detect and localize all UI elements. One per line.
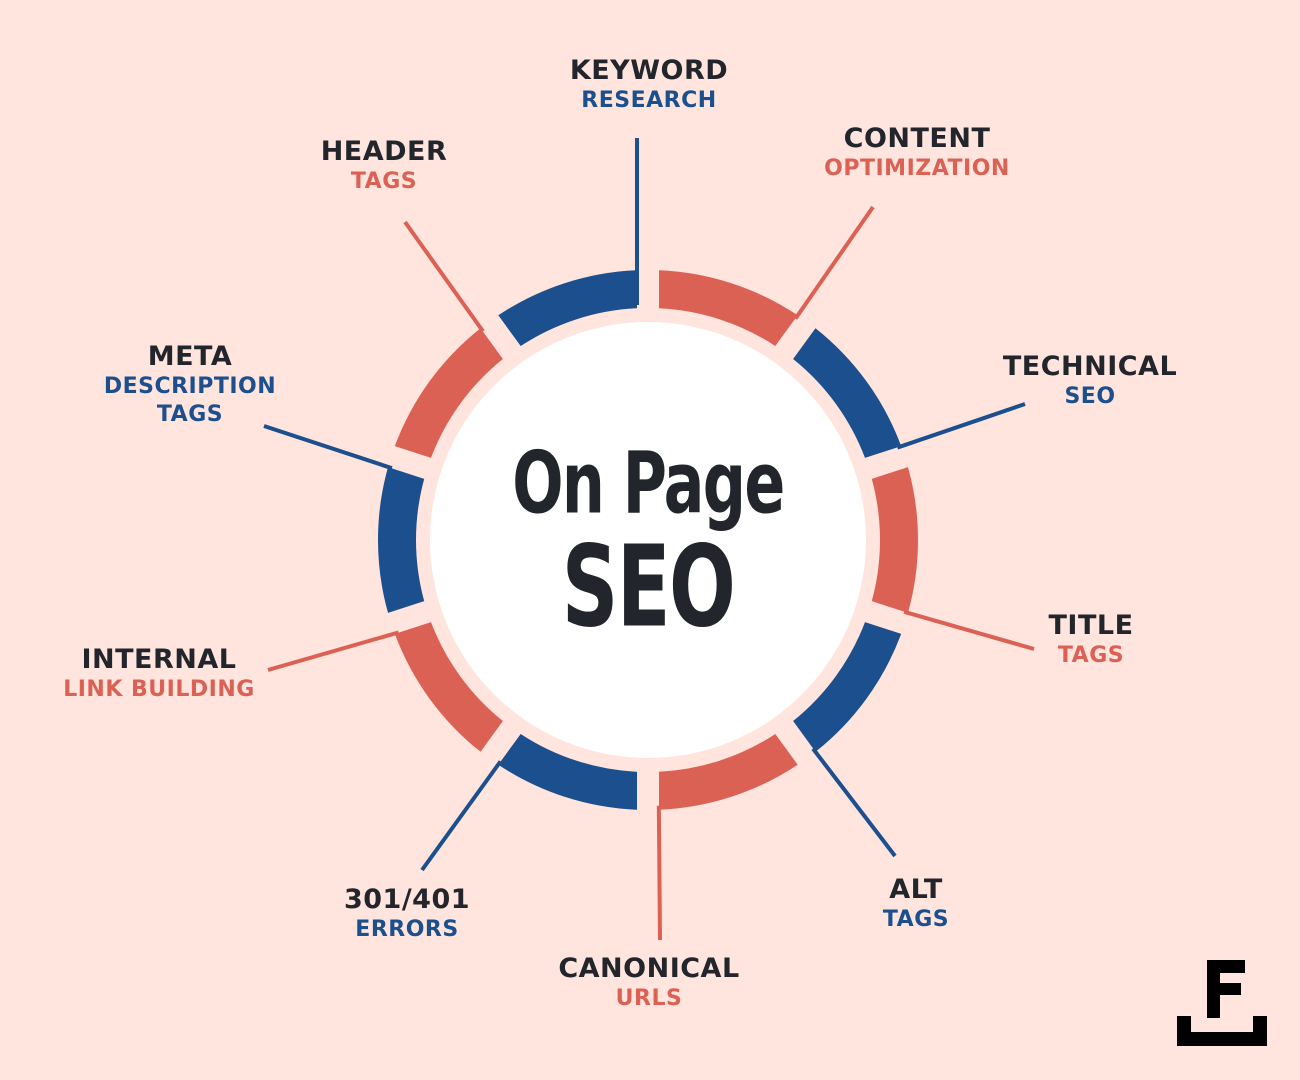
connector-line-6 xyxy=(656,805,662,941)
label-alt-tags: ALT TAGS xyxy=(882,874,950,933)
center-title: On Page SEO xyxy=(474,437,822,644)
label-title-tags: TITLE TAGS xyxy=(1048,610,1134,669)
brand-logo-icon xyxy=(1177,960,1267,1046)
ring-segment-8 xyxy=(394,622,503,752)
label-meta-description-tags: META DESCRIPTION TAGS xyxy=(103,341,277,427)
label-301-401-errors: 301/401 ERRORS xyxy=(343,884,471,943)
ring-segment-4 xyxy=(871,467,919,613)
ring-segment-2 xyxy=(658,270,798,347)
label-content-optimization: CONTENT OPTIMIZATION xyxy=(824,123,1010,182)
center-circle xyxy=(430,322,866,758)
ring-segment-6 xyxy=(658,733,798,810)
connector-line-5 xyxy=(811,747,897,858)
title-line-2: SEO xyxy=(561,522,736,653)
connector-line-8 xyxy=(267,630,400,672)
label-technical-seo: TECHNICAL SEO xyxy=(1002,351,1178,410)
title-line-1: On Page xyxy=(512,433,785,534)
connector-line-9 xyxy=(263,424,393,471)
ring-segment-9 xyxy=(378,467,425,613)
connector-line-4 xyxy=(903,609,1035,651)
connector-line-10 xyxy=(403,220,485,333)
label-keyword-research: KEYWORD RESEARCH xyxy=(569,55,729,114)
connector-line-7 xyxy=(420,760,503,872)
label-internal-link-building: INTERNAL LINK BUILDING xyxy=(63,644,255,703)
ring-segment-5 xyxy=(793,622,902,752)
ring-segment-7 xyxy=(498,733,638,810)
ring-segment-3 xyxy=(793,328,902,458)
connector-line-3 xyxy=(896,402,1026,450)
label-canonical-urls: CANONICAL URLS xyxy=(558,953,740,1012)
connector-line-2 xyxy=(793,205,875,320)
label-header-tags: HEADER TAGS xyxy=(320,136,448,195)
ring-segment-10 xyxy=(394,328,503,458)
ring-segment-1 xyxy=(498,270,638,347)
